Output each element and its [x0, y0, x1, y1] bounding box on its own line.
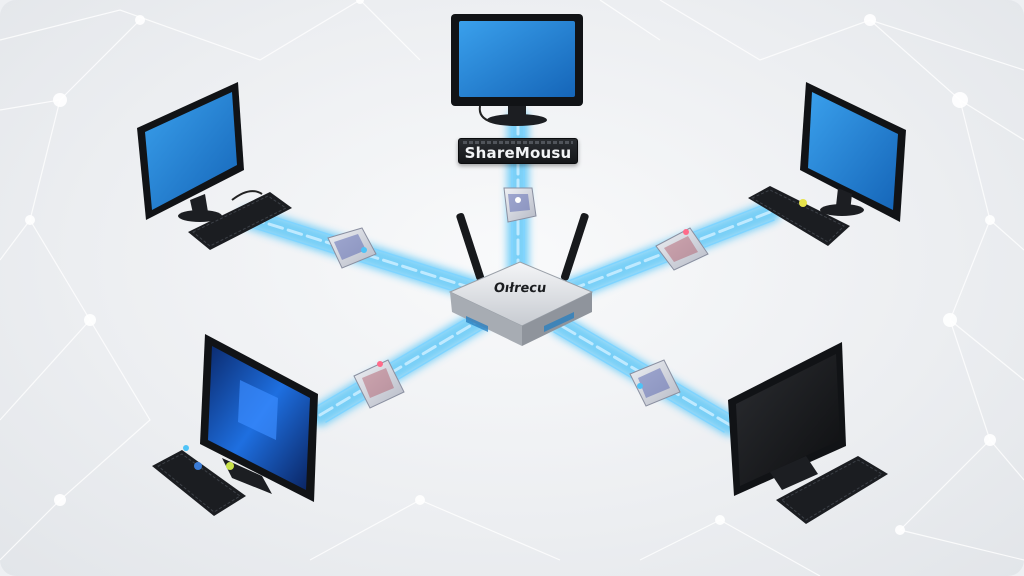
keyboard-upper-left: [188, 192, 292, 250]
screen-lower-right: [736, 354, 840, 486]
sharemouse-label-plate: ShareMousu: [458, 138, 578, 164]
mouse-upper-right: [799, 199, 807, 207]
keyboard-lower-right: [776, 456, 888, 524]
pc-lower-left: [152, 334, 318, 516]
screen-upper-left: [145, 92, 237, 210]
background-mesh-nodes: [25, 0, 996, 535]
sharemouse-label: ShareMousu: [464, 144, 572, 162]
keyboard-upper-right: [748, 186, 850, 246]
mouse-lower-left: [226, 462, 234, 470]
label-plate-keys: [463, 141, 573, 144]
link-lower-left: [318, 318, 482, 417]
screen-upper-right: [808, 92, 898, 210]
hub-antenna-right: [560, 212, 589, 281]
pc-upper-right: [748, 82, 906, 246]
connector-upper-right: [655, 227, 709, 271]
connector-lower-left: [353, 359, 405, 409]
hub-router: [448, 212, 594, 346]
pc-lower-right: [728, 342, 888, 524]
pc-top: [451, 14, 583, 126]
connector-upper-left: [327, 227, 377, 269]
connector-lower-right: [629, 359, 681, 407]
screen-top: [459, 21, 575, 97]
pc-upper-left: [137, 82, 292, 250]
keyboard-lower-left: [152, 450, 246, 516]
connector-top: [503, 187, 537, 223]
hub-label: Oıłrecu: [492, 281, 548, 296]
hub-antenna-left: [456, 212, 485, 281]
